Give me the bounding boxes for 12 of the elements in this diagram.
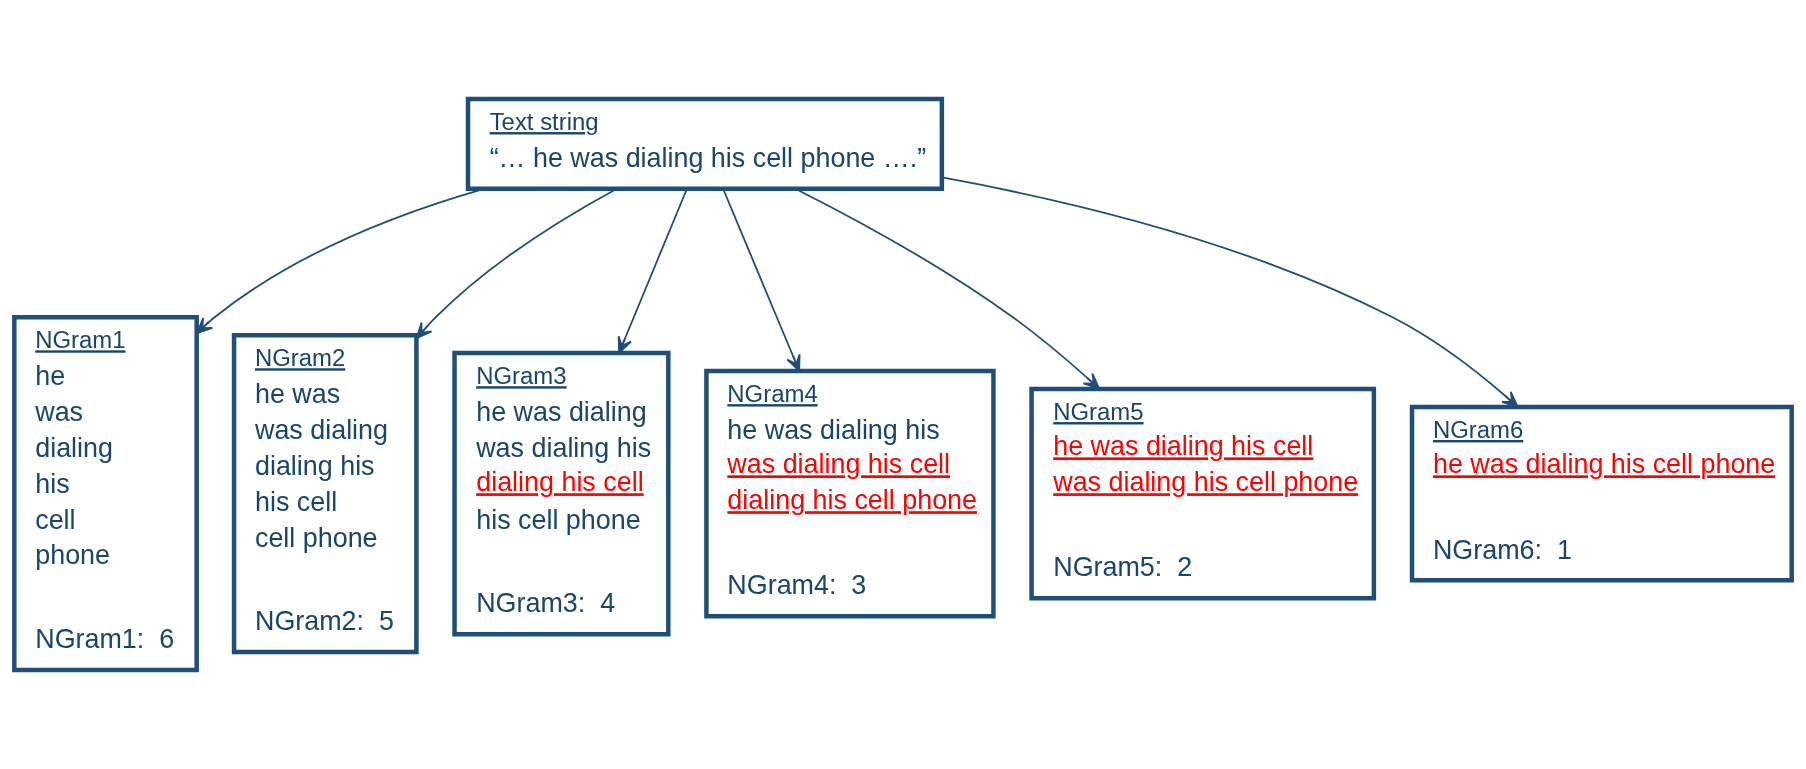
node-box: Text string “… he was dialing his cell phone ….” bbox=[465, 96, 945, 191]
arrow bbox=[941, 176, 1519, 408]
arrow bbox=[196, 187, 485, 335]
node-box: NGram5 he was dialing his cell was dialing his cell phone NGram5: 2 bbox=[1029, 386, 1377, 601]
node-box: NGram2 he was was dialing dialing his his cell cell phone NGram2: 5 bbox=[231, 332, 419, 655]
node-box: NGram1 he was dialing his cell phone NGram1: 6 bbox=[12, 315, 199, 673]
arrow bbox=[722, 188, 801, 372]
arrow bbox=[795, 188, 1100, 390]
node-box: NGram3 he was dialing was dialing his dialing his cell his cell phone NGram3: 4 bbox=[452, 350, 671, 637]
node-box: NGram6 he was dialing his cell phone NGram6: 1 bbox=[1409, 404, 1794, 583]
arrow bbox=[617, 188, 688, 354]
node-box: NGram4 he was dialing his was dialing his cell dialing his cell phone NGram4: 3 bbox=[704, 368, 996, 619]
